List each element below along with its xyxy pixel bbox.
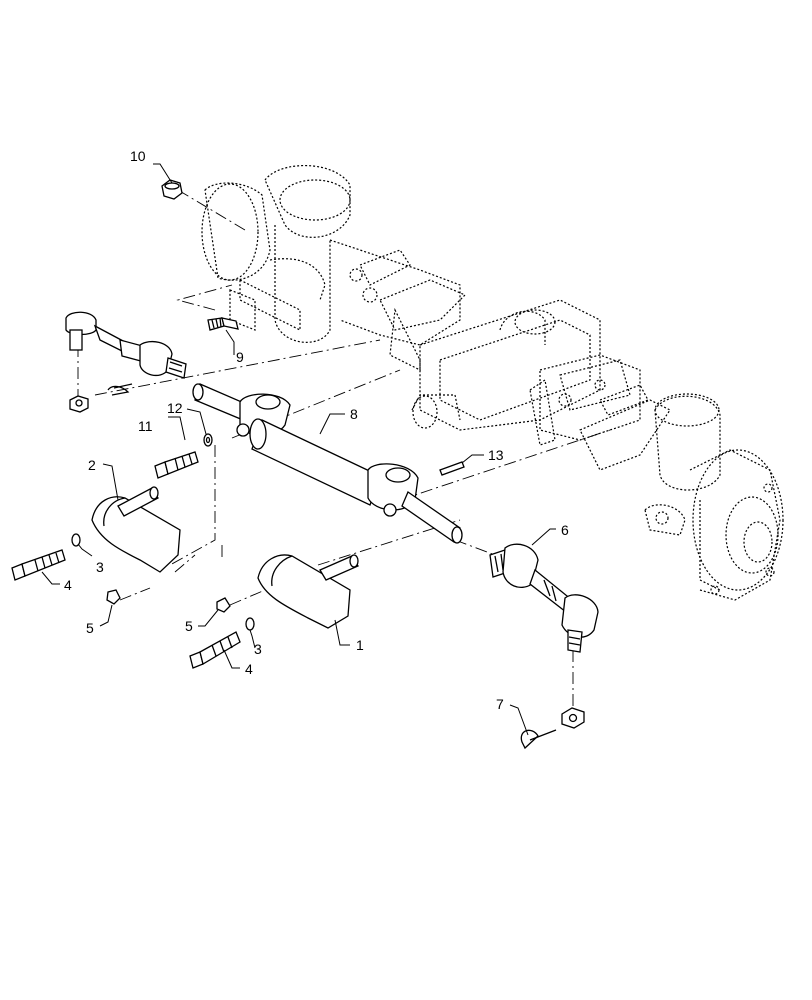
callout-6: 6 [561, 522, 569, 538]
part-9-bolt [207, 317, 239, 331]
part-11-bolt [154, 451, 199, 479]
part-13-pin [439, 461, 465, 476]
part-3-washer-left [71, 533, 81, 547]
callout-5-left: 5 [86, 620, 94, 636]
callout-7: 7 [496, 696, 504, 712]
part-4-bolt-right [189, 631, 241, 669]
callout-4-left: 4 [64, 577, 72, 593]
part-6-tie-rod-end [489, 543, 599, 653]
callout-10: 10 [130, 148, 146, 164]
part-2-shield [91, 486, 181, 573]
callout-13: 13 [488, 447, 504, 463]
part-5-nut-left [106, 589, 121, 605]
part-7-cotter-pin [520, 707, 585, 750]
part-5-nut-right [216, 597, 231, 613]
callout-3-right: 3 [254, 641, 262, 657]
left-tie-rod-end [65, 311, 187, 413]
callouts: 10 9 11 12 8 13 2 3 4 5 5 3 4 1 6 7 [64, 148, 569, 712]
leader-lines [41, 163, 556, 736]
callout-2: 2 [88, 457, 96, 473]
part-8-steering-cylinder [192, 383, 463, 544]
part-1-shield [257, 554, 359, 629]
axle-housing [201, 164, 784, 601]
callout-3-left: 3 [96, 559, 104, 575]
part-3-washer-right [245, 617, 255, 631]
callout-8: 8 [350, 406, 358, 422]
part-12-washer [203, 433, 213, 447]
assembly-lines [77, 189, 611, 710]
callout-11: 11 [138, 418, 153, 434]
part-4-bolt-left [11, 549, 66, 581]
callout-9: 9 [236, 349, 244, 365]
callout-1: 1 [356, 637, 364, 653]
callout-12: 12 [167, 400, 183, 416]
callout-4-right: 4 [245, 661, 253, 677]
callout-5-right: 5 [185, 618, 193, 634]
